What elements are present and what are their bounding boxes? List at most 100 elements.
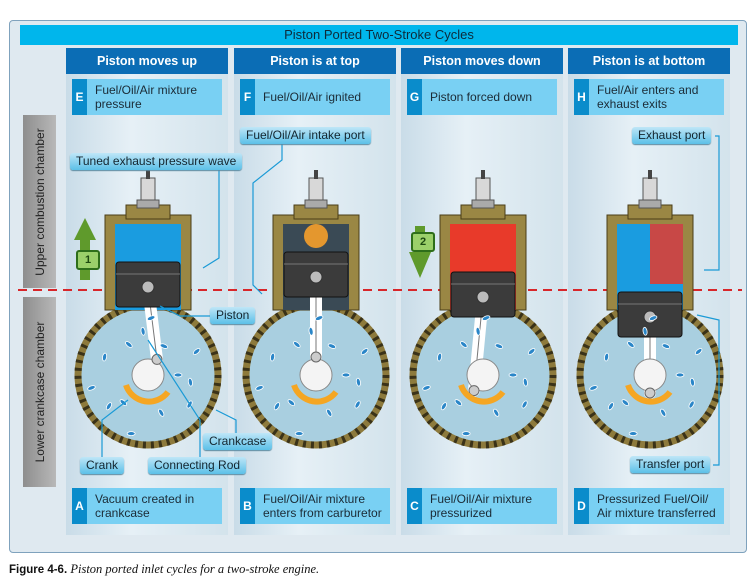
column-header: Piston moves up: [66, 48, 228, 74]
mixture-particle-icon: [187, 377, 193, 387]
leader-exhaust-wave: [202, 170, 220, 269]
step-text: Fuel/Oil/Air ignited: [263, 90, 362, 104]
spark-plug: [475, 177, 491, 203]
mixture-particle-icon: [508, 372, 518, 378]
lower-chamber-label: Lower crankcase chamber: [23, 297, 56, 487]
callout-piston: Piston: [210, 307, 256, 324]
step-text: Fuel/Air enters and exhaust exits: [597, 83, 699, 111]
mixture-particle-icon: [354, 400, 361, 409]
wrist-pin: [141, 280, 155, 294]
spark-plug: [308, 177, 324, 203]
mixture-particle-icon: [287, 399, 296, 406]
mixture-particle-icon: [454, 399, 463, 406]
down-arrow-icon: [409, 226, 431, 278]
spark-plug-nut: [471, 199, 495, 209]
spark-plug-nut: [638, 199, 662, 209]
step-text: Fuel/Oil/Air mixture pressure: [95, 83, 198, 111]
wrist-pin: [309, 270, 323, 284]
upper-chamber-label: Upper combustion chamber: [23, 115, 56, 288]
callout-connecting-rod: Connecting Rod: [148, 457, 247, 474]
mixture-particle-icon: [126, 431, 136, 437]
mixture-particle-icon: [627, 341, 635, 348]
rotation-arrow-icon: [291, 383, 339, 405]
engine-3: [409, 170, 557, 449]
column-piston-up: Piston moves up E Fuel/Oil/Air mixture pr…: [66, 48, 228, 535]
mixture-particle-icon: [440, 402, 447, 411]
mixture-particle-icon: [294, 431, 304, 437]
engine-2: [242, 170, 390, 449]
spark-plug: [140, 177, 156, 203]
mixture-particle-icon: [527, 348, 536, 355]
mixture-particle-icon: [461, 431, 471, 437]
wrist-pin: [476, 290, 490, 304]
mixture-particle-icon: [642, 326, 648, 336]
caption-text: Piston ported inlet cycles for a two-str…: [70, 562, 320, 576]
callout-exhaust-wave: Tuned exhaust pressure wave: [70, 153, 243, 170]
column-header: Piston is at bottom: [568, 48, 730, 74]
mixture-particle-icon: [146, 315, 156, 321]
crank: [466, 358, 500, 392]
mixture-particle-icon: [105, 402, 112, 411]
mixture-particle-icon: [326, 408, 333, 417]
step-letter: A: [72, 488, 87, 524]
diagram-title: Piston Ported Two-Stroke Cycles: [20, 25, 738, 45]
step-letter: E: [72, 79, 87, 115]
crank: [131, 358, 165, 392]
step-badge-1: 1: [76, 250, 100, 270]
mixture-particle-icon: [493, 408, 500, 417]
rotation-arrow-icon: [458, 383, 506, 405]
step-letter: D: [574, 488, 589, 524]
mixture-particle-icon: [689, 377, 695, 387]
spark-plug: [642, 177, 658, 203]
ignition-flame: [304, 224, 328, 248]
mixture-particle-icon: [621, 399, 630, 406]
step-e: E Fuel/Oil/Air mixture pressure: [72, 79, 222, 115]
rotation-arrow-icon: [625, 383, 673, 405]
mixture-particle-icon: [475, 326, 481, 336]
step-letter: F: [240, 79, 255, 115]
step-text: Fuel/Oil/Air mixture enters from carbure…: [263, 492, 382, 520]
up-arrow-icon: [74, 218, 96, 280]
mixture-particle-icon: [661, 343, 671, 349]
callout-transfer-port: Transfer port: [630, 456, 711, 473]
mixture-particle-icon: [293, 341, 301, 348]
step-f: F Fuel/Oil/Air ignited: [240, 79, 390, 115]
callout-crankcase: Crankcase: [203, 433, 273, 450]
mixture-particle-icon: [607, 402, 614, 411]
mixture-particle-icon: [273, 402, 280, 411]
mixture-particle-icon: [660, 408, 667, 417]
leader-piston: [159, 305, 210, 317]
mixture-particle-icon: [270, 352, 276, 362]
callout-exhaust-port: Exhaust port: [632, 127, 712, 144]
leader-crankcase: [215, 409, 237, 433]
crank-pin: [310, 351, 322, 363]
callout-intake-port: Fuel/Oil/Air intake port: [240, 127, 371, 144]
callout-crank: Crank: [80, 457, 125, 474]
mixture-particle-icon: [522, 377, 528, 387]
spark-plug-terminal: [648, 170, 652, 179]
mixture-particle-icon: [125, 341, 133, 348]
step-a: A Vacuum created in crankcase: [72, 488, 222, 524]
crank: [299, 358, 333, 392]
leader-intake-port: [252, 144, 283, 295]
mixture-particle-icon: [158, 408, 165, 417]
mixture-particle-icon: [694, 348, 703, 355]
mixture-particle-icon: [521, 400, 528, 409]
mixture-particle-icon: [589, 385, 598, 391]
crank-pin: [468, 385, 480, 397]
mixture-particle-icon: [87, 385, 96, 391]
mixture-particle-icon: [327, 343, 337, 349]
step-letter: G: [407, 79, 422, 115]
mixture-particle-icon: [255, 385, 264, 391]
step-text: Vacuum created in crankcase: [95, 492, 195, 520]
mixture-particle-icon: [675, 372, 685, 378]
rotation-arrow-icon: [123, 383, 171, 405]
mixture-particle-icon: [308, 326, 314, 336]
